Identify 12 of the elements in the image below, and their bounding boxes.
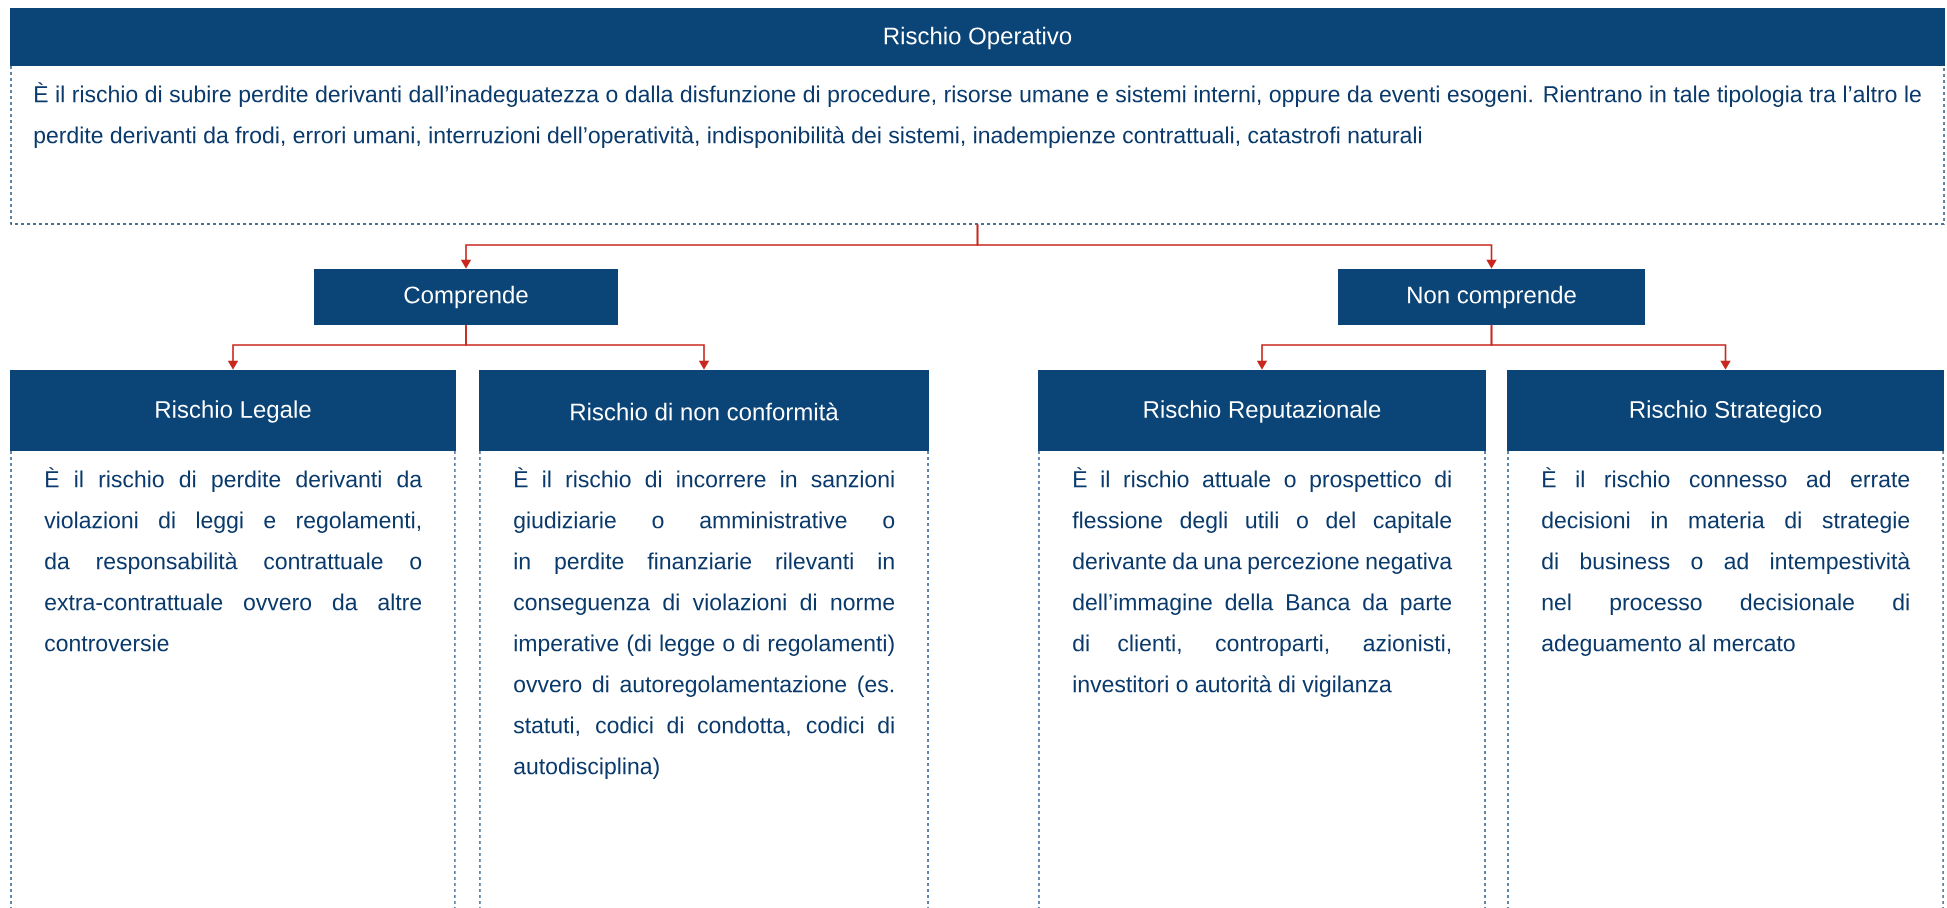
node-label: È il rischio di perdite derivanti da violazioni di leggi e regolamenti, da responsabilità contrattuale o extra-contrattuale ovvero da altre controversie (44, 467, 423, 652)
category-box: Non comprende (1338, 269, 1645, 325)
node-label: È il rischio di subire perdite derivanti dall’inadeguatezza o dalla disfunzione di procedure, risorse umane e sistemi interni, oppure da eventi esogeni. Rientrano in tale tipologia tra l’altro le perdite derivanti da frodi, errori umani, interruzioni dell’operatività, indisponibilità dei sistemi, inadempienze contrattuali, catastrofi naturali (34, 82, 1921, 148)
risk-card: Rischio di non conformità È il rischio di incorrere in sanzioni giudiziarie o amministrative o in perdite finanziarie rilevanti in conseguenza di violazioni di norme imperative (di legge o di regolamenti) ovvero di autoregolamentazione (es. statuti, codici di condotta, codici di autodisciplina) (479, 370, 929, 908)
category-box: Comprende (314, 269, 618, 325)
risk-card: Rischio Strategico È il rischio connesso ad errate decisioni in materia di strategie di business o ad intempestività nel processo decisionale di adeguamento al mercato (1507, 370, 1944, 908)
node-label: È il rischio di incorrere in sanzioni giudiziarie o amministrative o in perdite finanziarie rilevanti in conseguenza di violazioni di norme imperative (di legge o di regolamenti) ovvero di autoregolamentazione (es. statuti, codici di condotta, codici di autodisciplina) (513, 467, 895, 779)
node-label: È il rischio connesso ad errate decisioni in materia di strategie di business o ad intempestività nel processo decisionale di adeguamento al mercato (1542, 467, 1911, 656)
risk-card: Rischio Operativo È il rischio di subire perdite derivanti dall’inadeguatezza o dalla disfunzione di procedure, risorse umane e sistemi interni, oppure da eventi esogeni. Rientrano in tale tipologia tra l’altro le perdite derivanti da frodi, errori umani, interruzioni dell’operatività, indisponibilità dei sistemi, inadempienze contrattuali, catastrofi naturali (10, 8, 1945, 225)
risk-card: Rischio Reputazionale È il rischio attuale o prospettico di flessione degli utili o del capitale derivante da una percezione negativa dell’immagine della Banca da parte di clienti, controparti, azionisti, investitori o autorità di vigilanza (1038, 370, 1486, 908)
node-label: È il rischio attuale o prospettico di flessione degli utili o del capitale derivante da una percezione negativa dell’immagine della Banca da parte di clienti, controparti, azionisti, investitori o autorità di vigilanza (1072, 467, 1453, 697)
risk-card: Rischio Legale È il rischio di perdite derivanti da violazioni di leggi e regolamenti, da responsabilità contrattuale o extra-contrattuale ovvero da altre controversie (10, 370, 456, 908)
